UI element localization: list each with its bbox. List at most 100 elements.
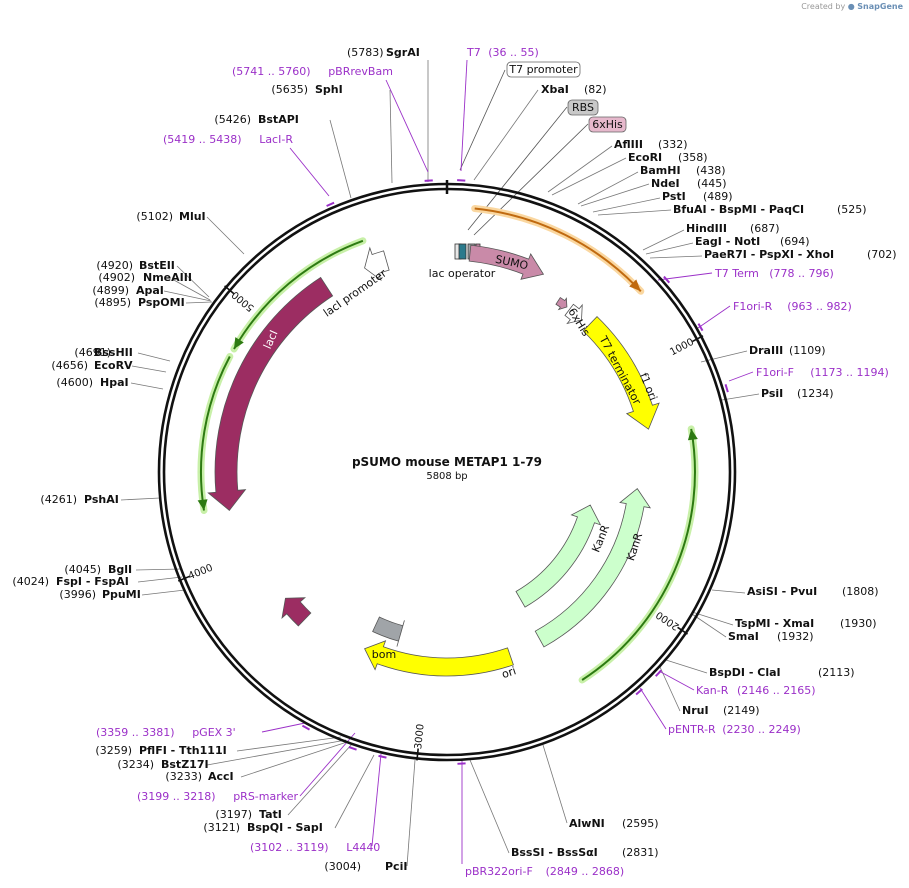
primer-t7-leader	[460, 59, 468, 172]
primer-rs-marker-range: (3199 .. 3218)	[137, 790, 216, 803]
enzymes_right-13-leader	[711, 589, 746, 594]
bom-box	[372, 616, 405, 647]
enzymes_left-14-name: PflFI - Tth111I	[139, 744, 227, 757]
primer-laci-r-name: LacI-R	[259, 133, 293, 146]
enzymes_left-18-pos: (3121)	[203, 821, 240, 834]
primer-pentr-r-leader	[639, 687, 667, 730]
primer-t7-term-name: T7 Term	[714, 267, 759, 280]
enzymes_right-5-pos: (445)	[697, 177, 727, 190]
tick-label-5000: 5000	[230, 289, 257, 314]
enzymes_left-13-leader	[141, 589, 186, 596]
enzymes_left-19-pos: (3004)	[324, 860, 361, 873]
features	[197, 179, 729, 765]
primer-pbrrevbam-range: (5741 .. 5760)	[232, 65, 311, 78]
enzymes_right-17-leader	[659, 666, 681, 712]
enzymes_left-12-leader	[137, 576, 183, 583]
enzymes_right-19-leader	[469, 759, 510, 854]
enzymes_left-8-pos: (4656)	[51, 359, 88, 372]
enzymes_left-14-pos: (3259)	[95, 744, 132, 757]
enzymes_right-16-leader	[665, 659, 708, 674]
enzymes_right-11-pos: (1109)	[789, 344, 826, 357]
boxed-label-2: 6xHis	[592, 118, 623, 131]
bom-label: bom	[372, 648, 396, 661]
enzymes_left-0-leader	[389, 89, 393, 184]
lac-operator-label: lac operator	[429, 267, 496, 280]
enzymes_right-14-pos: (1930)	[840, 617, 877, 630]
snapgene-logo-icon: ●	[847, 2, 855, 11]
enzymes_left-8-name: EcoRV	[94, 359, 133, 372]
enzymes_left-0-name: SphI	[315, 83, 343, 96]
credit: Created by ● SnapGene	[801, 2, 903, 11]
enzymes_left-2-name: MluI	[179, 210, 206, 223]
enzymes_right-4-leader	[577, 171, 639, 205]
enzymes_left-2-pos: (5102)	[136, 210, 173, 223]
primer-kan-r-leader	[658, 670, 695, 691]
tick-label-4000: 4000	[187, 563, 215, 583]
enzymes_right-2-leader	[547, 145, 613, 193]
enzymes_right-4-name: BamHI	[640, 164, 681, 177]
primer-pentr-r-marker	[635, 688, 643, 696]
enzymes_left-10-pos: (4261)	[40, 493, 77, 506]
enzymes_right-2-name: AflIII	[614, 138, 643, 151]
enzymes_left-18-leader	[334, 754, 375, 829]
enzymes_left-11-leader	[135, 568, 182, 571]
enzymes_right-11-leader	[700, 350, 748, 363]
primer-f1ori-r-range: (963 .. 982)	[787, 300, 852, 313]
laci-upper-arc	[199, 356, 231, 511]
enzymes_right-13-pos: (1808)	[842, 585, 879, 598]
enzymes_right-1-leader	[473, 89, 539, 181]
kanr-arrow-outer	[534, 488, 652, 648]
tick-mark-4000	[177, 575, 190, 582]
his-tag-arc-head	[629, 279, 641, 292]
enzymes_left-7-name: BssHII	[94, 346, 133, 359]
enzymes_left-4-name: NmeAIII	[143, 271, 192, 284]
enzymes_right-18-pos: (2595)	[622, 817, 659, 830]
enzymes_left-9-leader	[130, 382, 164, 390]
enzymes_right-8-leader	[642, 229, 685, 251]
primer-f1ori-f-leader	[728, 371, 754, 382]
rop-label: rop	[307, 629, 329, 649]
enzymes_right-9-pos: (694)	[780, 235, 810, 248]
enzymes_right-8-pos: (687)	[750, 222, 780, 235]
primer-pgex3-marker	[301, 724, 311, 731]
enzymes_right-0-name: SgrAI	[386, 46, 420, 59]
primer-rs-marker-marker	[348, 746, 357, 751]
enzymes_right-3-leader	[551, 157, 627, 196]
enzymes_left-6-pos: (4895)	[94, 296, 131, 309]
enzymes_left-5-pos: (4899)	[92, 284, 129, 297]
tick-label-1000: 1000	[668, 337, 696, 359]
primer-f1ori-r-name: F1ori-R	[733, 300, 773, 313]
enzymes_right-12-name: PsiI	[761, 387, 783, 400]
enzymes_left-7-leader	[137, 352, 171, 362]
rbs-box	[458, 243, 467, 260]
enzymes_left-19-name: PciI	[385, 860, 407, 873]
primer-l4440-marker	[378, 754, 387, 759]
enzymes_right-7-name: BfuAI - BspMI - PaqCI	[673, 203, 804, 216]
kanr-outer-arc	[581, 428, 696, 681]
primer-kan-r-marker	[654, 669, 663, 677]
plasmid-name: pSUMO mouse METAP1 1-79	[352, 455, 542, 469]
primer-laci-r-range: (5419 .. 5438)	[163, 133, 242, 146]
enzymes_right-15-pos: (1932)	[777, 630, 814, 643]
f1-ori-arrow	[582, 316, 660, 430]
enzymes_left-3-name: BstEII	[139, 259, 175, 272]
enzymes_left-12-name: FspI - FspAI	[56, 575, 129, 588]
kanr-arrow-inner	[515, 504, 602, 608]
tick-label-2000: 2000	[654, 609, 681, 632]
primer-l4440-name: L4440	[346, 841, 380, 854]
enzymes_left-0-pos: (5635)	[271, 83, 308, 96]
enzymes_left-10-leader	[120, 497, 161, 501]
enzymes_left-4-leader	[171, 278, 211, 301]
enzymes_right-8-name: HindIII	[686, 222, 727, 235]
t7-terminator-arrow	[564, 303, 583, 325]
enzymes_right-10-pos: (702)	[867, 248, 897, 261]
enzymes_left-19-leader	[406, 759, 416, 867]
primer-f1ori-f-marker	[724, 384, 729, 393]
enzymes_right-7-pos: (525)	[837, 203, 867, 216]
primer-l4440-range: (3102 .. 3119)	[250, 841, 329, 854]
enzymes_right-10-leader	[649, 255, 703, 259]
leader-lines	[120, 59, 760, 867]
primer-t7-range: (36 .. 55)	[488, 46, 539, 59]
